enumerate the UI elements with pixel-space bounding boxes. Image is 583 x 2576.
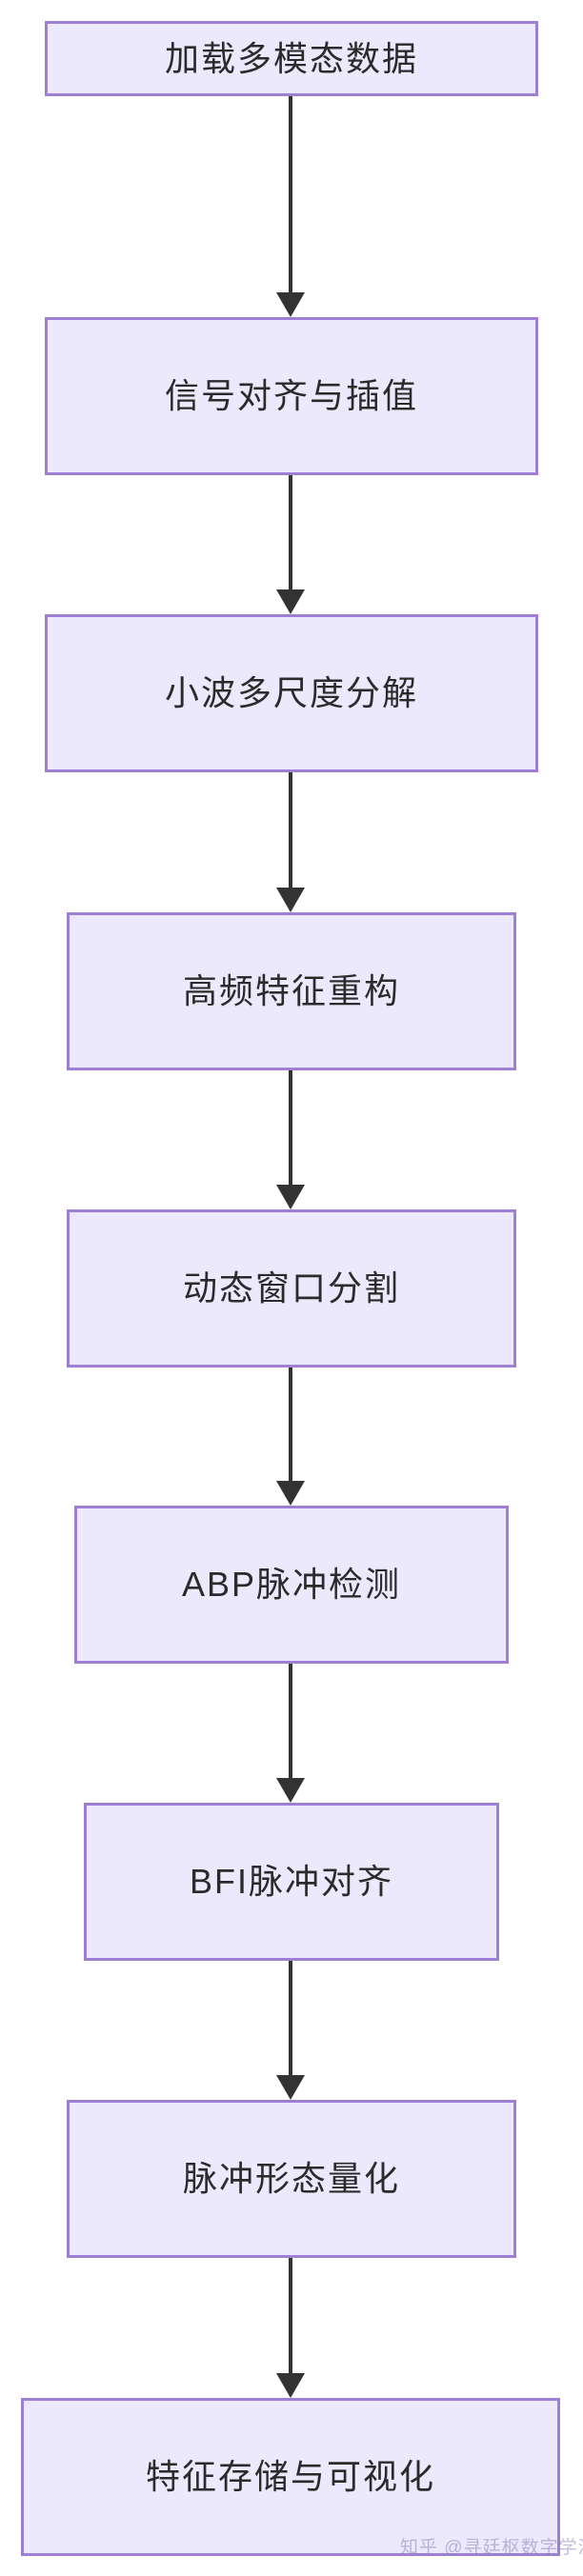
flow-arrow-line <box>289 2258 292 2373</box>
flow-node[interactable]: BFI脉冲对齐 <box>84 1803 499 1961</box>
flow-node-label: 脉冲形态量化 <box>182 2159 400 2199</box>
flow-arrow-line <box>289 1070 292 1185</box>
flow-arrow-line <box>289 1368 292 1481</box>
flow-node[interactable]: 加载多模态数据 <box>45 21 538 96</box>
flow-node-label: 特征存储与可视化 <box>145 2457 435 2497</box>
flow-node-label: 动态窗口分割 <box>182 1268 400 1308</box>
flow-node-label: BFI脉冲对齐 <box>189 1862 393 1902</box>
flow-node-label: ABP脉冲检测 <box>181 1565 402 1605</box>
flow-node-label: 高频特征重构 <box>182 971 400 1011</box>
watermark-text: 知乎 @寻廷枢数字学派 <box>400 2538 583 2558</box>
flow-node-label: 信号对齐与插值 <box>164 376 418 416</box>
flow-arrow-line <box>289 1664 292 1778</box>
arrow-head-icon <box>276 1481 305 1506</box>
arrow-head-icon <box>276 1778 305 1803</box>
flow-node[interactable]: 脉冲形态量化 <box>67 2100 516 2258</box>
flow-arrow-line <box>289 475 292 589</box>
flow-arrow-line <box>289 772 292 888</box>
flow-node[interactable]: 高频特征重构 <box>67 912 516 1070</box>
arrow-head-icon <box>276 2373 305 2398</box>
flow-node[interactable]: 小波多尺度分解 <box>45 614 538 772</box>
arrow-head-icon <box>276 292 305 317</box>
flow-node[interactable]: 特征存储与可视化 <box>21 2398 560 2556</box>
flow-node-label: 小波多尺度分解 <box>164 673 418 713</box>
arrow-head-icon <box>276 888 305 912</box>
arrow-head-icon <box>276 589 305 614</box>
flow-node[interactable]: ABP脉冲检测 <box>74 1506 509 1664</box>
flow-node-label: 加载多模态数据 <box>164 38 418 78</box>
flow-node[interactable]: 信号对齐与插值 <box>45 317 538 475</box>
arrow-head-icon <box>276 2075 305 2100</box>
arrow-head-icon <box>276 1185 305 1209</box>
flow-node[interactable]: 动态窗口分割 <box>67 1209 516 1368</box>
flow-arrow-line <box>289 96 292 292</box>
flow-arrow-line <box>289 1961 292 2075</box>
